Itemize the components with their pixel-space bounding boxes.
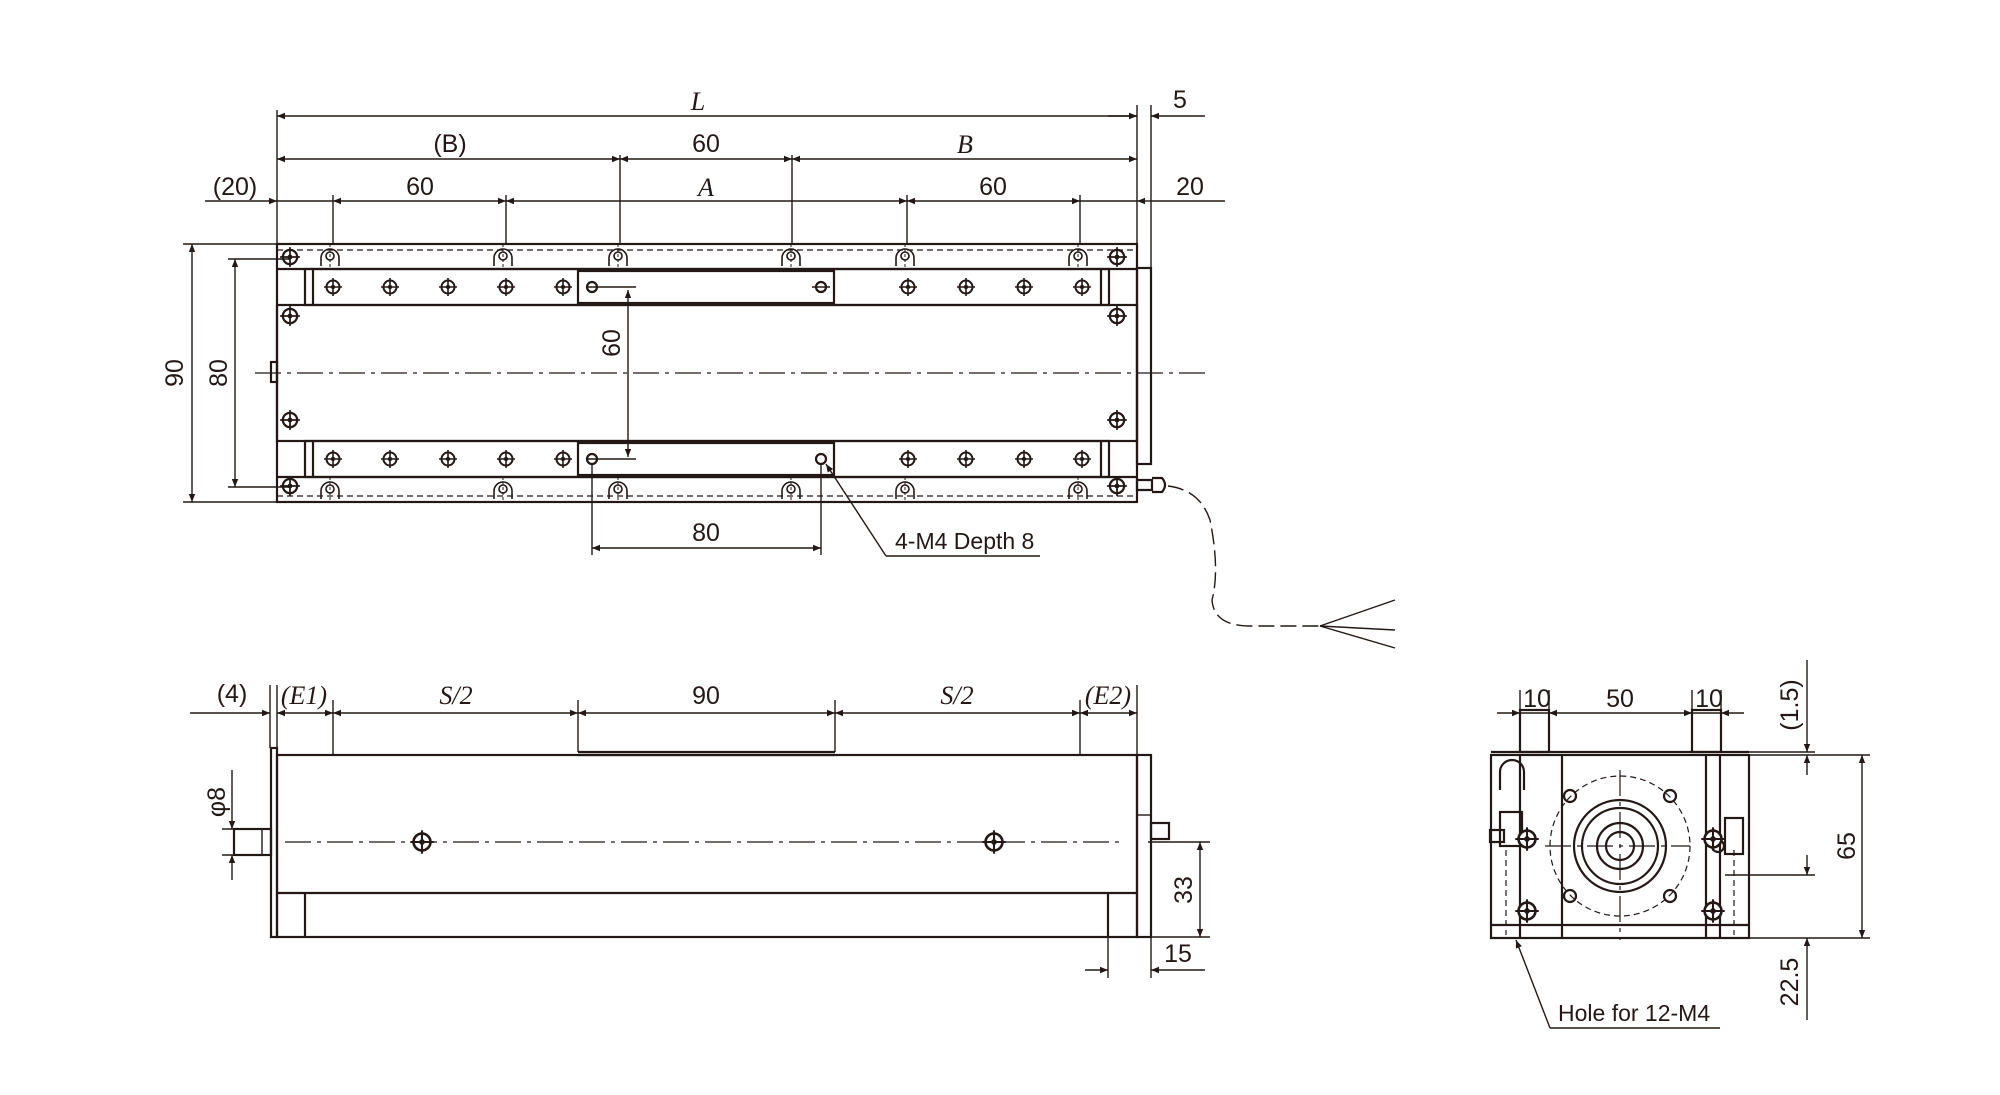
dim-10-left: 10: [1523, 685, 1551, 713]
dim-e1: (E1): [281, 681, 327, 710]
front-body-outline: [275, 753, 1139, 939]
dim-22-5: 22.5: [1776, 958, 1804, 1007]
dim-90-front: 90: [692, 682, 720, 710]
dim-L: L: [690, 87, 705, 116]
dim-10-right: 10: [1695, 685, 1723, 713]
shaft: [232, 827, 273, 857]
dim-60-mid: 60: [692, 130, 720, 158]
top-view: L 5 (B) 60 B (20) 60 A 60 20 90 8: [161, 86, 1396, 649]
dim-50: 50: [1606, 685, 1634, 713]
dim-s2-left: S/2: [439, 681, 472, 710]
dim-80-side: 80: [205, 359, 233, 387]
dim-33: 33: [1170, 876, 1198, 904]
cable-line: [1167, 485, 1320, 627]
dim-1-5: (1.5): [1776, 679, 1804, 730]
dim-4-paren: (4): [217, 680, 248, 708]
dim-e2: (E2): [1085, 681, 1131, 710]
dim-5: 5: [1173, 86, 1187, 114]
dim-65: 65: [1833, 832, 1861, 860]
dim-B: B: [957, 130, 973, 159]
dim-b-paren: (B): [433, 130, 466, 158]
note-hole-12-m4: Hole for 12-M4: [1558, 1000, 1710, 1026]
end-view: 10 50 10 (1.5) 65 22.5 Hole for 12-M4: [1488, 660, 1870, 1029]
dim-20: 20: [1176, 173, 1204, 201]
front-view: (4) (E1) S/2 90 S/2 (E2) φ8 33 15: [190, 680, 1210, 978]
dim-60-left: 60: [406, 173, 434, 201]
note-tapped-holes: 4-M4 Depth 8: [895, 528, 1034, 554]
dim-90: 90: [161, 359, 189, 387]
dim-60-right: 60: [979, 173, 1007, 201]
dim-60-vertical: 60: [598, 329, 626, 357]
table-lower: [576, 441, 836, 477]
dim-s2-right: S/2: [940, 681, 973, 710]
dim-15: 15: [1164, 940, 1192, 968]
dim-phi8: φ8: [203, 787, 231, 817]
dim-20-paren: (20): [213, 173, 257, 201]
dim-80-bottom: 80: [692, 519, 720, 547]
dim-A: A: [696, 173, 714, 202]
table-tapped-holes: [585, 280, 830, 466]
table-upper: [576, 269, 836, 305]
